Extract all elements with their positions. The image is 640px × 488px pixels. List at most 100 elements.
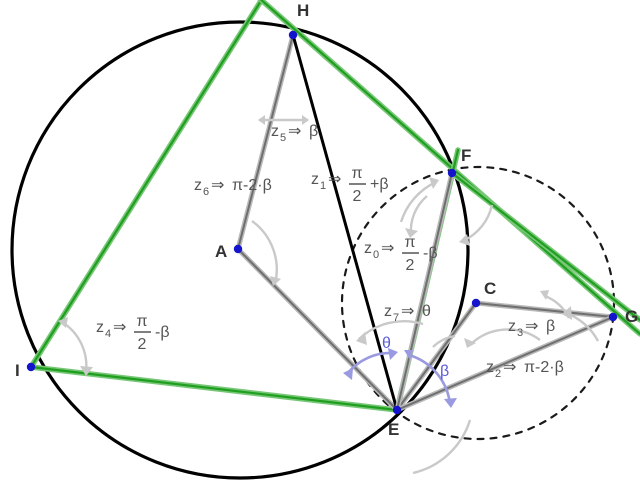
arc-z0-left-head — [405, 228, 418, 238]
vertex-E[interactable] — [392, 405, 402, 415]
arc-z5-head-right — [302, 115, 309, 125]
arc-z1-head — [429, 177, 439, 189]
point-label-C: C — [484, 279, 496, 298]
arc-z6 — [251, 220, 278, 285]
angle-label-z0-denominator: 2 — [406, 257, 415, 274]
angle-label-z1-numerator: π — [351, 165, 362, 182]
angle-label-z1-subscript: 1 — [320, 180, 326, 192]
angle-label-z6-name: z — [194, 177, 202, 194]
point-label-H: H — [297, 1, 309, 20]
angle-label-z6-relation: ⇒ — [211, 177, 224, 194]
arc-theta-E-head — [388, 348, 398, 360]
vertex-G[interactable] — [608, 312, 618, 322]
point-label-G: G — [625, 307, 638, 326]
vertex-F[interactable] — [447, 168, 457, 178]
point-label-F: F — [461, 146, 471, 165]
angle-label-z4-subscript: 4 — [105, 328, 111, 340]
segment-E-C — [396, 302, 477, 411]
angle-label-z4-numerator: π — [136, 313, 147, 330]
point-labels-group: H F A C G I E — [15, 1, 638, 439]
arc-E-bottom — [412, 419, 472, 475]
segment-H-E — [291, 33, 399, 412]
angle-label-z0-tail: -β — [423, 245, 438, 262]
arc-z4-head2 — [58, 317, 68, 328]
angle-label-z0-relation: ⇒ — [381, 240, 394, 257]
arc-z0-left — [409, 195, 428, 236]
circumcircle — [10, 20, 470, 480]
segment-E-G — [396, 316, 614, 411]
arc-beta-E-head2 — [444, 398, 457, 408]
arc-beta-E — [408, 353, 452, 405]
segment-H-A — [237, 34, 294, 250]
arc-z7-head — [356, 332, 367, 345]
greek-marks-group: θβ — [382, 335, 449, 380]
segment-E-F — [396, 172, 453, 411]
vertices-group — [26, 30, 618, 415]
segment-A-E — [237, 248, 398, 411]
arc-z3b-head — [464, 338, 476, 348]
vertex-H[interactable] — [288, 30, 298, 40]
line-I-E — [29, 365, 399, 412]
arc-theta-E-head2 — [343, 368, 353, 380]
angle-label-z3-relation: ⇒ — [525, 318, 538, 335]
angle-label-z0-name: z — [364, 240, 372, 257]
line-H-G-extended — [259, 0, 640, 336]
angle-label-z5-name: z — [271, 123, 279, 140]
angle-label-z7-name: z — [384, 303, 392, 320]
angle-label-z2-relation: ⇒ — [503, 359, 516, 376]
angle-label-z7-value: θ — [422, 303, 431, 320]
arc-z6-head — [270, 276, 281, 286]
angle-label-z7-relation: ⇒ — [401, 303, 414, 320]
angle-arcs-group — [58, 115, 600, 475]
arc-z3-head — [540, 290, 549, 300]
angle-label-z0-numerator: π — [404, 234, 415, 251]
angle-label-z2-subscript: 2 — [495, 368, 501, 380]
angle-label-z5-value: β — [309, 123, 318, 140]
arc-z3b — [469, 328, 541, 346]
angle-label-z7-subscript: 7 — [393, 312, 399, 324]
angle-label-z3-subscript: 3 — [517, 327, 523, 339]
arc-z2-head — [562, 306, 572, 320]
arc-z5-head-left — [258, 115, 265, 125]
segment-C-G — [475, 302, 614, 318]
angle-label-z1-name: z — [311, 171, 319, 188]
angle-label-z1-tail: +β — [370, 176, 389, 193]
vertex-A[interactable] — [233, 244, 243, 254]
arc-z4 — [61, 320, 88, 373]
angle-label-z5-subscript: 5 — [280, 132, 286, 144]
blue-angle-arcs-group — [343, 348, 457, 408]
arc-z0-right-head — [459, 234, 470, 246]
line-H-G-extended-halo — [257, 0, 640, 337]
point-label-I: I — [15, 361, 20, 380]
greek-mark-beta-at-E: β — [440, 363, 449, 380]
vertex-I[interactable] — [26, 362, 36, 372]
angle-label-z2-value: π-2·β — [524, 359, 564, 376]
angle-label-z4-tail: -β — [155, 324, 170, 341]
segments-group — [235, 32, 616, 413]
angle-label-z3-value: β — [546, 318, 555, 335]
vertex-C[interactable] — [471, 298, 481, 308]
angle-label-z4-name: z — [96, 319, 104, 336]
angle-label-z6-subscript: 6 — [203, 186, 209, 198]
point-label-A: A — [215, 242, 227, 261]
angle-label-z1-denominator: 2 — [353, 188, 362, 205]
angle-label-z3-name: z — [508, 318, 516, 335]
arc-z4-head — [80, 366, 93, 376]
angle-label-z0-subscript: 0 — [373, 249, 379, 261]
angle-label-z4-relation: ⇒ — [113, 319, 126, 336]
arc-C-to-E — [432, 334, 456, 348]
point-label-E: E — [388, 420, 399, 439]
angle-label-z1-relation: ⇒ — [328, 171, 341, 188]
line-H-I-extended — [29, 0, 263, 369]
